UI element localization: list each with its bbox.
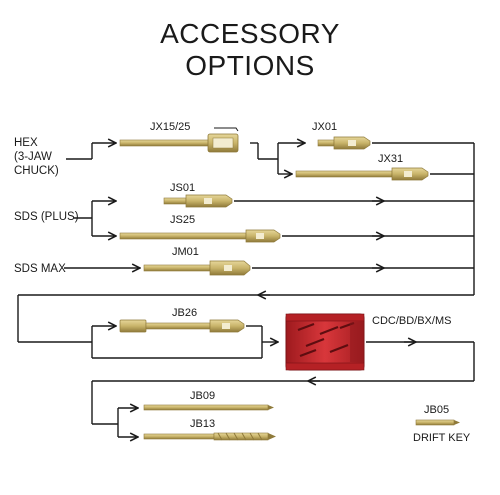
label-drift-key: DRIFT KEY — [413, 432, 471, 444]
jb09-pilot-bit — [143, 404, 274, 411]
jb05-drift-key — [415, 419, 460, 426]
core-bit — [285, 313, 365, 371]
label-hex-3jaw: (3-JAW — [14, 151, 52, 163]
label-jx15-25: JX15/25 — [150, 121, 191, 133]
js01-adapter — [163, 194, 233, 208]
label-jb26: JB26 — [172, 307, 198, 319]
js25-adapter — [119, 229, 281, 243]
jb13-pilot-bit — [143, 432, 276, 441]
label-js25: JS25 — [170, 214, 196, 226]
title-line-2: OPTIONS — [185, 50, 315, 81]
label-jx31: JX31 — [378, 153, 404, 165]
label-jx01: JX01 — [312, 121, 338, 133]
label-sds-max: SDS MAX — [14, 263, 66, 275]
jx31-adapter — [295, 167, 429, 181]
label-hex: HEX — [14, 137, 38, 149]
label-hex-chuck: CHUCK) — [14, 165, 59, 177]
connector-lines — [17, 143, 475, 437]
label-jb09: JB09 — [190, 390, 216, 402]
jx15-25-adapter — [119, 127, 239, 153]
jb26-extension — [119, 319, 245, 333]
title-line-1: ACCESSORY — [160, 18, 340, 49]
jx01-adapter — [317, 136, 371, 150]
label-sds-plus: SDS (PLUS) — [14, 211, 79, 223]
label-jb05: JB05 — [424, 404, 450, 416]
label-js01: JS01 — [170, 182, 196, 194]
label-core-bit: CDC/BD/BX/MS — [372, 315, 452, 327]
label-jb13: JB13 — [190, 418, 216, 430]
jm01-adapter — [143, 260, 251, 276]
label-jm01: JM01 — [172, 246, 199, 258]
